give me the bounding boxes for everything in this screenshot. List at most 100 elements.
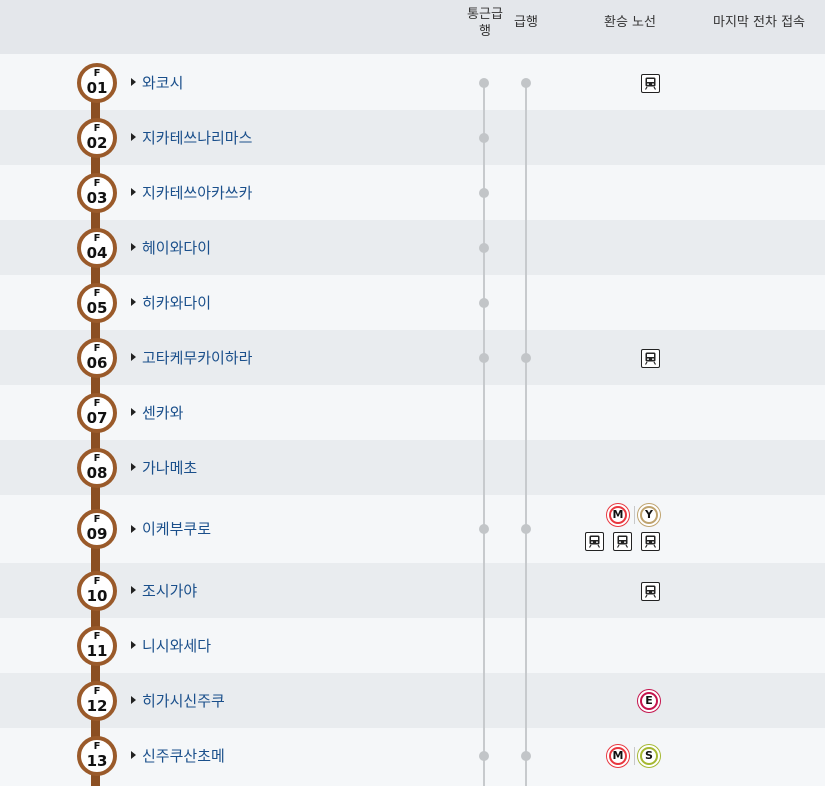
line-m-icon[interactable]: M	[607, 744, 629, 767]
station-number: 09	[86, 525, 108, 543]
rapid-express-stop-dot	[479, 297, 489, 308]
rapid-express-stop-dot	[479, 187, 489, 198]
station-row	[0, 673, 825, 728]
station-name-link[interactable]: 고타케무카이하라	[131, 347, 252, 369]
line-m-icon[interactable]: M	[607, 504, 629, 526]
station-name-link[interactable]: 와코시	[131, 72, 183, 94]
station-name: 지카테쓰아카쓰카	[142, 183, 253, 202]
caret-right-icon	[131, 586, 136, 594]
train-icon[interactable]	[613, 532, 632, 551]
station-name: 센카와	[142, 403, 184, 422]
caret-right-icon	[131, 408, 136, 416]
line-e-icon[interactable]: E	[638, 689, 660, 712]
station-name: 신주쿠산초메	[142, 746, 225, 765]
table-header: 통근급행 급행 환승 노선 마지막 전차 접속	[0, 0, 825, 54]
station-number: 11	[86, 641, 108, 660]
station-row	[0, 110, 825, 165]
station-row	[0, 495, 825, 563]
station-line-letter: F	[93, 685, 101, 697]
express-stop-dot	[521, 524, 531, 534]
station-line-letter: F	[93, 514, 101, 525]
station-row	[0, 563, 825, 618]
station-number: 01	[86, 78, 108, 97]
station-number: 13	[86, 751, 108, 770]
station-name-link[interactable]: 센카와	[131, 402, 183, 424]
station-name-link[interactable]: 니시와세다	[131, 635, 211, 657]
station-name-link[interactable]: 지카테쓰나리마스	[131, 127, 252, 149]
train-icon[interactable]	[585, 532, 604, 551]
train-icon[interactable]	[641, 532, 660, 551]
station-line-letter: F	[93, 122, 101, 134]
train-icon[interactable]	[641, 73, 660, 93]
station-number: 07	[86, 408, 108, 427]
station-line-letter: F	[93, 397, 101, 409]
train-icon[interactable]	[641, 348, 660, 368]
station-name-link[interactable]: 지카테쓰아카쓰카	[131, 182, 252, 204]
station-name-link[interactable]: 가나메초	[131, 457, 197, 479]
station-name: 고타케무카이하라	[142, 348, 253, 367]
line-letter: E	[642, 693, 656, 708]
station-line-letter: F	[93, 452, 101, 464]
caret-right-icon	[131, 641, 136, 649]
header-last-train: 마지막 전차 접속	[713, 15, 805, 30]
station-line-letter: F	[93, 740, 101, 752]
line-y-icon[interactable]: Y	[638, 504, 660, 526]
caret-right-icon	[131, 188, 136, 196]
line-s-icon[interactable]: S	[638, 744, 660, 767]
station-number: 12	[86, 696, 108, 715]
caret-right-icon	[131, 524, 136, 533]
station-line-letter: F	[93, 342, 101, 354]
station-row	[0, 385, 825, 440]
station-name: 히카와다이	[142, 293, 212, 312]
station-name: 조시가야	[142, 581, 198, 600]
caret-right-icon	[131, 463, 136, 471]
station-row	[0, 728, 825, 783]
header-transfer-lines: 환승 노선	[604, 15, 656, 30]
station-number: 02	[86, 133, 108, 152]
station-name: 와코시	[142, 73, 184, 92]
station-row	[0, 55, 825, 110]
line-letter: M	[611, 508, 625, 522]
station-number: 04	[86, 243, 108, 262]
station-name: 헤이와다이	[142, 238, 212, 257]
line-letter: S	[642, 748, 656, 763]
station-row	[0, 220, 825, 275]
station-line-letter: F	[93, 287, 101, 299]
rapid-express-stop-dot	[479, 242, 489, 253]
line-letter: Y	[642, 508, 656, 522]
caret-right-icon	[131, 133, 136, 141]
station-row	[0, 618, 825, 673]
express-stop-dot	[521, 77, 531, 88]
station-row	[0, 165, 825, 220]
caret-right-icon	[131, 696, 136, 704]
station-name: 지카테쓰나리마스	[142, 128, 253, 147]
station-name-link[interactable]: 히카와다이	[131, 292, 211, 314]
line-letter: M	[611, 748, 625, 763]
station-name: 니시와세다	[142, 636, 212, 655]
station-name-link[interactable]: 히가시신주쿠	[131, 690, 225, 712]
rapid-express-stop-dot	[479, 132, 489, 143]
station-name-link[interactable]: 이케부쿠로	[131, 518, 211, 540]
station-name-link[interactable]: 헤이와다이	[131, 237, 211, 259]
rapid-express-stop-dot	[479, 750, 489, 761]
station-name-link[interactable]: 조시가야	[131, 580, 197, 602]
station-line-letter: F	[93, 630, 101, 642]
station-line-letter: F	[93, 67, 101, 79]
icon-separator	[634, 746, 635, 765]
train-icon[interactable]	[641, 581, 660, 601]
caret-right-icon	[131, 243, 136, 251]
station-number: 08	[86, 463, 108, 482]
station-name-link[interactable]: 신주쿠산초메	[131, 745, 225, 767]
station-number: 03	[86, 188, 108, 207]
caret-right-icon	[131, 751, 136, 759]
